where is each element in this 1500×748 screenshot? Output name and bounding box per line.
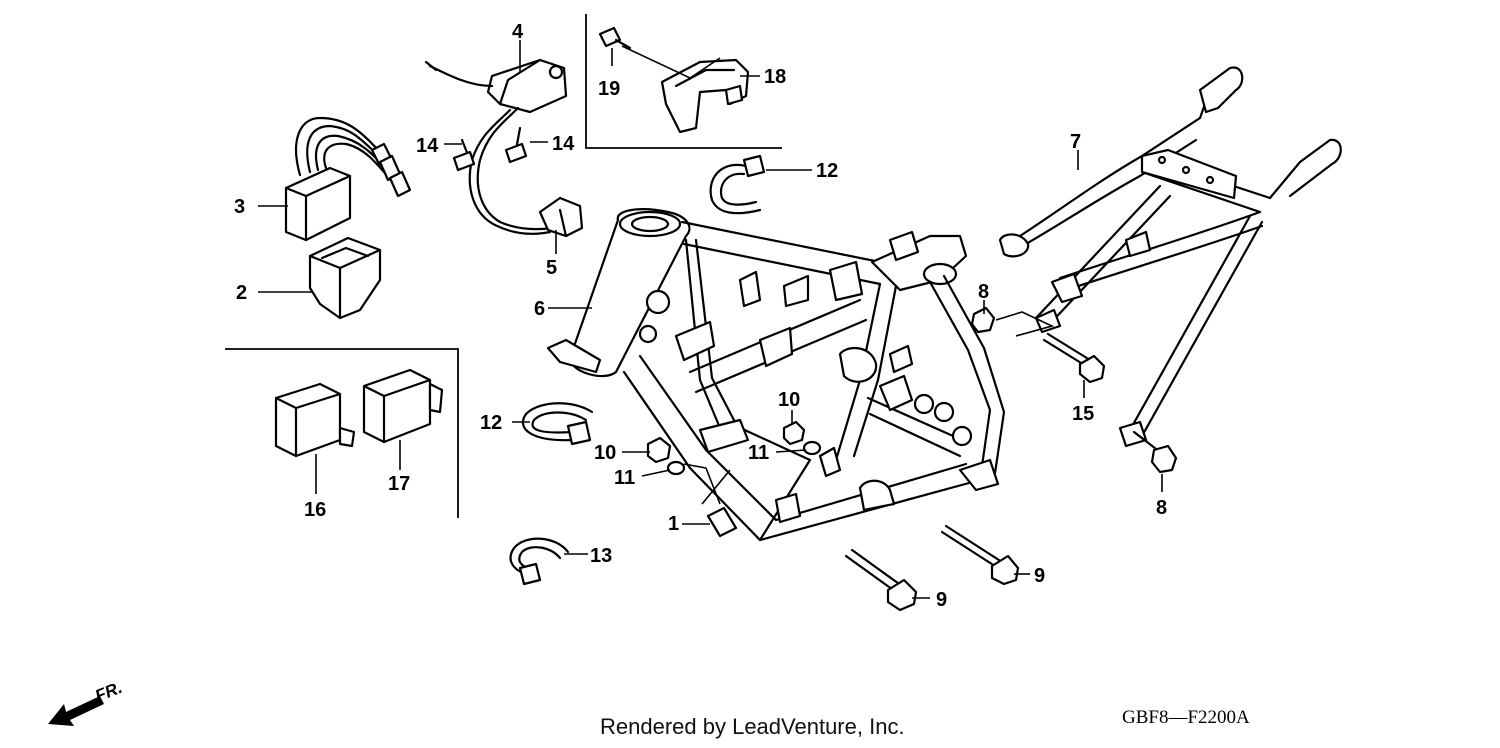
bracket-bolt-part[interactable] [598, 26, 632, 50]
callout-12-lower: 12 [480, 412, 502, 434]
callout-14-right: 14 [552, 133, 575, 155]
control-unit-17-part[interactable] [362, 368, 444, 444]
callout-9-upper: 9 [1034, 565, 1045, 587]
coil-bolt-left-part[interactable] [452, 138, 476, 172]
callout-numbers: 1 2 3 4 5 6 7 8 8 9 9 10 10 11 11 12 12 … [234, 21, 1167, 611]
cdi-mount-rubber-part[interactable] [308, 236, 382, 320]
callout-10-center: 10 [778, 389, 800, 411]
clamp-band-part[interactable] [509, 537, 570, 586]
callout-8-lower: 8 [1156, 497, 1167, 519]
washer-left-part[interactable] [666, 460, 686, 476]
callout-11-left: 11 [614, 467, 635, 489]
callout-9-lower: 9 [936, 589, 947, 611]
callout-8-upper: 8 [978, 281, 989, 303]
ignition-coil-part[interactable] [424, 58, 568, 235]
leader-lines [258, 40, 1163, 599]
diagram-code: GBF8—F2200A [1122, 707, 1250, 728]
front-direction-arrow-icon: FR. [48, 680, 125, 726]
washer-center-part[interactable] [802, 440, 822, 456]
subframe-part[interactable] [998, 66, 1342, 448]
engine-bolt-upper-part[interactable] [940, 524, 1020, 586]
callout-16: 16 [304, 499, 326, 521]
subframe-bolt-lower-part[interactable] [1132, 430, 1178, 474]
callout-14-left: 14 [416, 135, 439, 157]
callout-7: 7 [1070, 131, 1081, 153]
callout-6: 6 [534, 298, 545, 320]
callout-10-left: 10 [594, 442, 616, 464]
engine-bolt-lower-part[interactable] [844, 548, 918, 612]
callout-19: 19 [598, 78, 620, 100]
clamp-band-upper-part[interactable] [709, 154, 766, 215]
subframe-bolt-upper-part[interactable] [970, 306, 996, 334]
callout-18: 18 [764, 66, 786, 88]
callout-15: 15 [1072, 403, 1094, 425]
spark-plug-cap-part[interactable] [538, 196, 584, 238]
main-frame-part[interactable] [546, 208, 1006, 542]
nut-center-part[interactable] [782, 420, 806, 446]
collar-part[interactable] [706, 506, 738, 538]
control-unit-16-part[interactable] [274, 382, 356, 458]
callout-2: 2 [236, 282, 247, 304]
coil-bolt-right-part[interactable] [504, 126, 528, 164]
callout-1: 1 [668, 513, 679, 535]
nut-left-part[interactable] [646, 436, 672, 464]
callout-5: 5 [546, 257, 557, 279]
callout-12-upper: 12 [816, 160, 838, 182]
section-dividers [225, 14, 782, 518]
bracket-part[interactable] [660, 58, 750, 134]
subframe-long-bolt-part[interactable] [1042, 332, 1106, 384]
front-direction-label: FR. [92, 680, 125, 706]
cdi-unit-part[interactable] [284, 116, 412, 242]
callout-11-center: 11 [748, 442, 769, 464]
clamp-band-lower-part[interactable] [521, 402, 594, 446]
callout-17: 17 [388, 473, 410, 495]
callout-13: 13 [590, 545, 612, 567]
callout-4: 4 [512, 21, 524, 43]
render-credit: Rendered by LeadVenture, Inc. [600, 714, 905, 739]
callout-3: 3 [234, 196, 245, 218]
